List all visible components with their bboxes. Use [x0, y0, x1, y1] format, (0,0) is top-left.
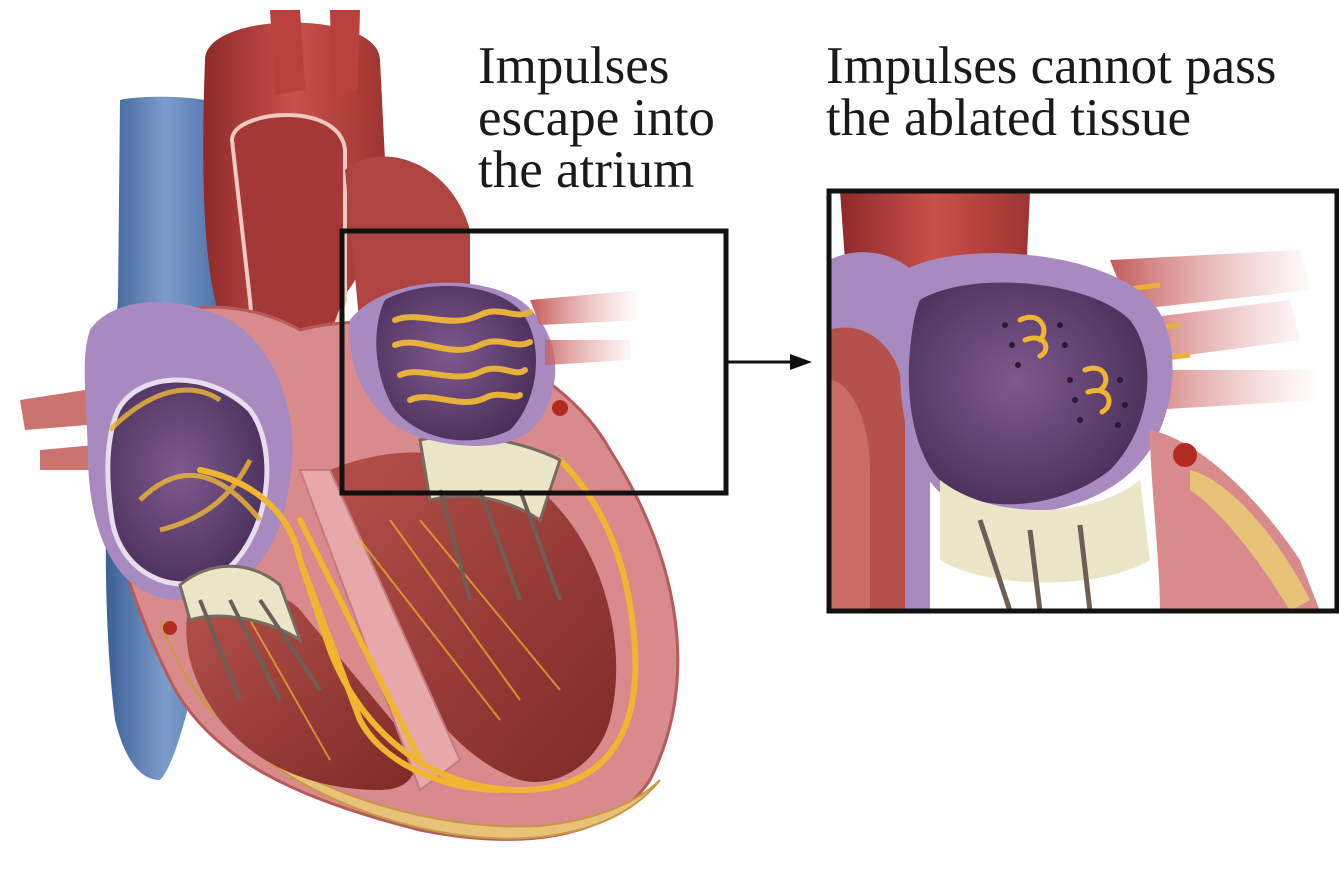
- label-escape-line1: Impulses: [478, 40, 715, 92]
- label-blocked-line2: the ablated tissue: [826, 92, 1276, 144]
- pulmonary-vein-right: [530, 290, 640, 365]
- right-arrow-icon: [728, 354, 812, 370]
- label-blocked: Impulses cannot pass the ablated tissue: [826, 40, 1276, 144]
- label-escape-line2: escape into: [478, 92, 715, 144]
- label-blocked-line1: Impulses cannot pass: [826, 40, 1276, 92]
- label-escape-line3: the atrium: [478, 144, 715, 196]
- zoom-inset: [829, 191, 1337, 611]
- node: [552, 400, 568, 416]
- label-escape: Impulses escape into the atrium: [478, 40, 715, 196]
- node-lower: [163, 621, 177, 635]
